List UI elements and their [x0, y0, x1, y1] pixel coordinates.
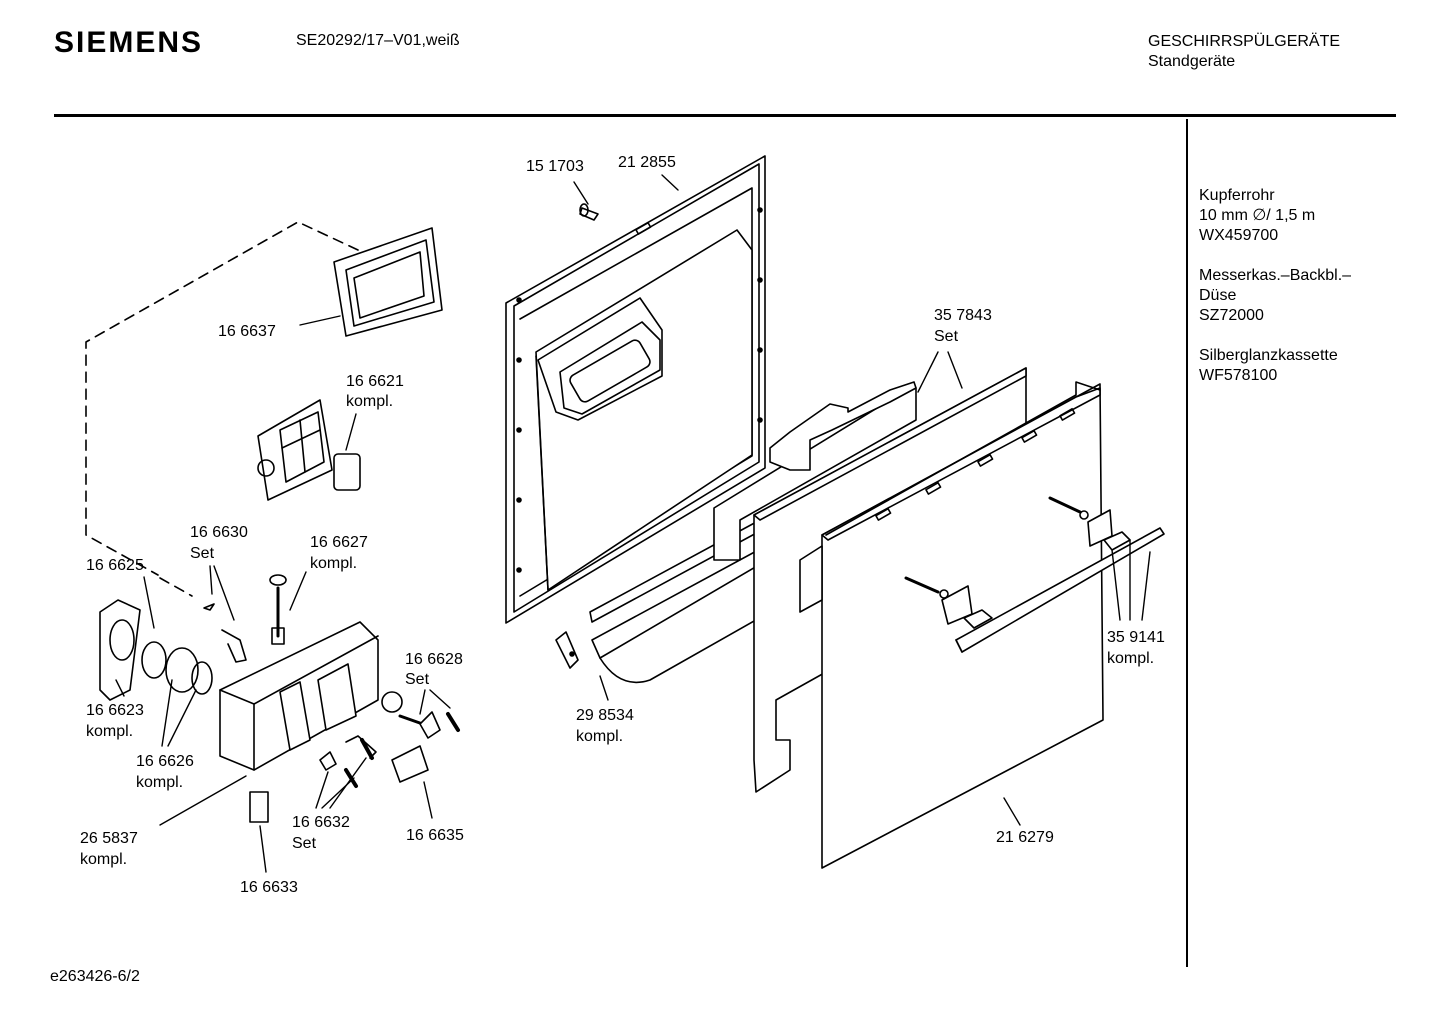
- label-166626-suffix: kompl.: [136, 774, 183, 791]
- label-265837: 26 5837: [80, 830, 138, 847]
- model-number: SE20292/17–V01,weiß: [296, 32, 460, 49]
- ring-166626: [141, 641, 213, 695]
- label-166635: 16 6635: [406, 827, 464, 844]
- lever-set-166632: [319, 735, 377, 788]
- label-166627: 16 6627: [310, 534, 368, 551]
- door-handle: [904, 496, 1165, 653]
- dispenser-housing-265837: [219, 621, 379, 771]
- accessory-list: Kupferrohr 10 mm ∅/ 1,5 m WX459700 Messe…: [1199, 186, 1351, 406]
- side-divider: [1186, 119, 1188, 967]
- label-166630-suffix: Set: [190, 545, 215, 562]
- brand-logo: SIEMENS: [54, 26, 204, 59]
- category: GESCHIRRSPÜLGERÄTE Standgeräte: [1148, 32, 1340, 72]
- valve-166627: [269, 574, 287, 645]
- accessory-line: Silberglanzkassette: [1199, 347, 1338, 364]
- accessory-line: 10 mm ∅/ 1,5 m: [1199, 207, 1316, 224]
- window-frame-166637: [333, 227, 443, 337]
- spring-166630: [203, 603, 247, 663]
- label-357843: 35 7843: [934, 307, 992, 324]
- dashed-connector: [85, 221, 359, 597]
- latch-set-166628: [381, 691, 460, 739]
- label-298534-suffix: kompl.: [576, 728, 623, 745]
- label-166637: 16 6637: [218, 323, 276, 340]
- label-166623: 16 6623: [86, 702, 144, 719]
- inner-door-panel: [505, 155, 766, 624]
- label-166628-suffix: Set: [405, 671, 430, 688]
- label-166623-suffix: kompl.: [86, 723, 133, 740]
- label-166621: 16 6621: [346, 373, 404, 390]
- accessory-line: Messerkas.–Backbl.–: [1199, 267, 1352, 284]
- accessory-silver-cassette: Silberglanzkassette WF578100: [1199, 346, 1351, 386]
- label-166626: 16 6626: [136, 753, 194, 770]
- accessory-copper-pipe: Kupferrohr 10 mm ∅/ 1,5 m WX459700: [1199, 186, 1351, 246]
- label-166632-suffix: Set: [292, 835, 317, 852]
- accessory-line: WF578100: [1199, 367, 1278, 384]
- outer-door-front: [799, 381, 1104, 869]
- lid-166623: [99, 599, 141, 701]
- label-166621-suffix: kompl.: [346, 393, 393, 410]
- leader-lines: [115, 174, 1151, 873]
- label-359141: 35 9141: [1107, 629, 1165, 646]
- label-166630: 16 6630: [190, 524, 248, 541]
- label-151703: 15 1703: [526, 158, 584, 175]
- hinge-bracket: [555, 631, 579, 669]
- label-212855: 21 2855: [618, 154, 676, 171]
- accessory-line: SZ72000: [1199, 307, 1264, 324]
- filter-cover-166621: [257, 399, 361, 501]
- document-id: e263426-6/2: [50, 968, 140, 985]
- label-298534: 29 8534: [576, 707, 634, 724]
- label-265837-suffix: kompl.: [80, 851, 127, 868]
- clip-166633: [249, 791, 269, 823]
- label-216279: 21 6279: [996, 829, 1054, 846]
- label-166632: 16 6632: [292, 814, 350, 831]
- category-title: GESCHIRRSPÜLGERÄTE: [1148, 33, 1341, 50]
- header-divider: [54, 114, 1396, 117]
- accessory-line: WX459700: [1199, 227, 1279, 244]
- accessory-nozzle: Messerkas.–Backbl.– Düse SZ72000: [1199, 266, 1351, 326]
- switch-166635: [391, 745, 429, 783]
- label-166633: 16 6633: [240, 879, 298, 896]
- category-subtitle: Standgeräte: [1148, 53, 1236, 70]
- accessory-line: Düse: [1199, 287, 1237, 304]
- accessory-line: Kupferrohr: [1199, 187, 1275, 204]
- label-357843-suffix: Set: [934, 328, 959, 345]
- label-166628: 16 6628: [405, 651, 463, 668]
- label-166625: 16 6625: [86, 557, 144, 574]
- label-166627-suffix: kompl.: [310, 555, 357, 572]
- label-359141-suffix: kompl.: [1107, 650, 1154, 667]
- screw-151703: [579, 203, 599, 221]
